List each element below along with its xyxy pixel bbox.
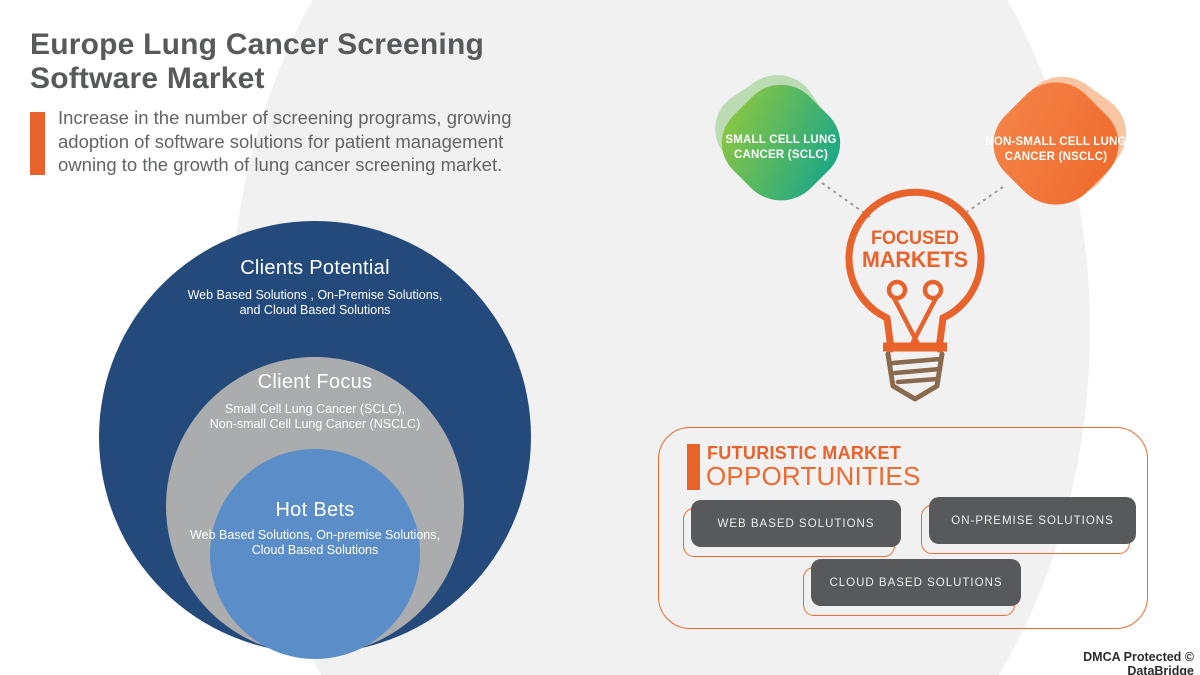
nsclc-label-line1: NON-SMALL CELL LUNG [985,136,1127,148]
venn-inner-subtitle: Web Based Solutions, On-premise Solution… [115,528,515,558]
venn-outer-subtitle: Web Based Solutions , On-Premise Solutio… [115,288,515,318]
venn-outer-subtitle-line2: and Cloud Based Solutions [239,303,391,317]
opportunities-heading-line1: FUTURISTIC MARKET [707,443,902,463]
venn-inner-subtitle-line1: Web Based Solutions, On-premise Solution… [190,528,440,542]
venn-middle-subtitle-line1: Small Cell Lung Cancer (SCLC), [225,402,405,416]
venn-outer-title: Clients Potential [240,257,390,279]
venn-inner-title: Hot Bets [275,499,355,521]
sclc-label-line1: SMALL CELL LUNG [725,134,837,146]
chip-label: ON-PREMISE SOLUTIONS [929,497,1136,544]
venn-middle-title: Client Focus [257,371,373,393]
opportunities-accent-bar [687,444,700,490]
opportunities-panel: FUTURISTIC MARKET OPPORTUNITIES WEB BASE… [658,427,1148,629]
page-title-line1: Europe Lung Cancer Screening [30,28,485,61]
opportunity-chip-web-based: WEB BASED SOLUTIONS [683,500,901,557]
chip-label: WEB BASED SOLUTIONS [691,500,901,547]
opportunity-chip-on-premise: ON-PREMISE SOLUTIONS [921,497,1136,554]
dmca-watermark: DMCA Protected © DataBridge [1083,650,1194,675]
sclc-blob-label: SMALL CELL LUNG CANCER (SCLC) [711,133,851,163]
venn-inner-circle [210,449,420,659]
venn-middle-subtitle-line2: Non-small Cell Lung Cancer (NSCLC) [209,417,421,431]
nsclc-label-line2: CANCER (NSCLC) [1004,151,1108,163]
intro-description: Increase in the number of screening prog… [58,107,512,175]
opportunities-heading-line2: OPPORTUNITIES [706,461,921,491]
venn-middle-subtitle: Small Cell Lung Cancer (SCLC), Non-small… [115,402,515,432]
sclc-label-line2: CANCER (SCLC) [734,149,828,161]
chip-label: CLOUD BASED SOLUTIONS [811,559,1021,606]
title-accent-bar [30,112,45,175]
nsclc-blob-label: NON-SMALL CELL LUNG CANCER (NSCLC) [981,135,1131,165]
page-title: Europe Lung Cancer Screening Software Ma… [30,28,590,96]
opportunity-chip-cloud-based: CLOUD BASED SOLUTIONS [803,559,1021,616]
venn-inner-subtitle-line2: Cloud Based Solutions [251,543,379,557]
venn-outer-subtitle-line1: Web Based Solutions , On-Premise Solutio… [187,288,443,302]
page-title-line2: Software Market [30,62,265,95]
